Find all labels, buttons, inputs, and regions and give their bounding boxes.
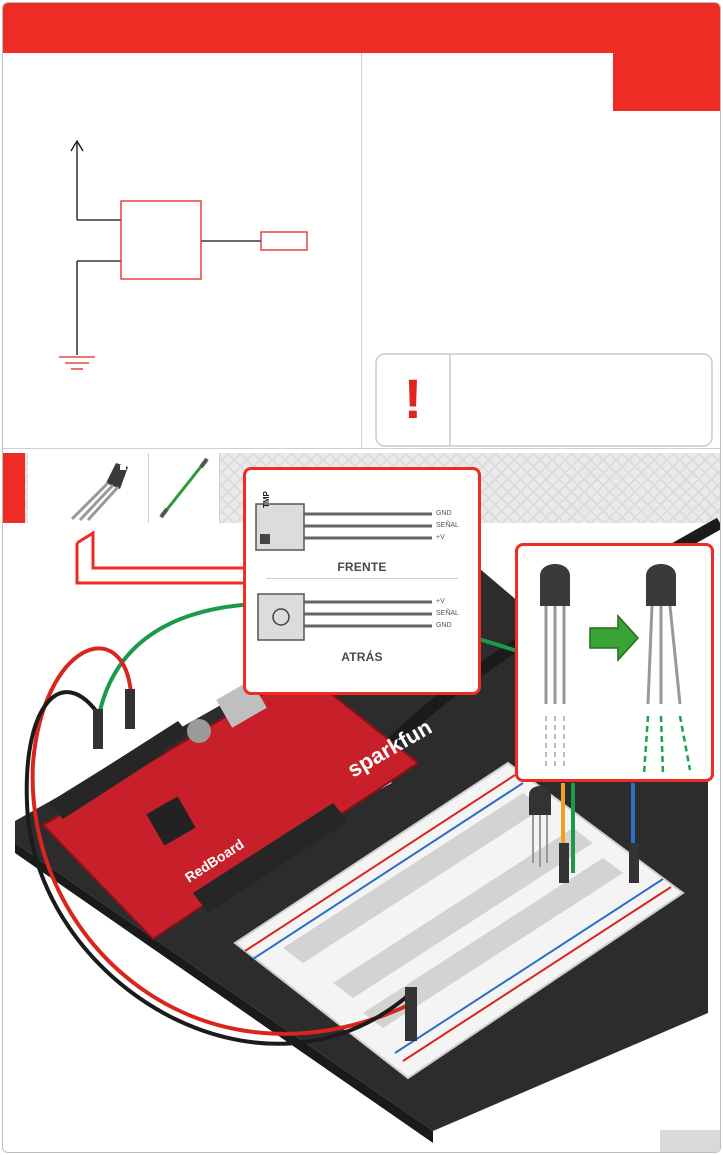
bend-legs-drawing (540, 564, 692, 775)
front-pin-vplus: +V (436, 534, 445, 541)
jumper-wire-icon (159, 457, 209, 519)
vcc-arrow (70, 139, 84, 152)
sensor-drawing (255, 503, 432, 641)
front-label: FRENTE (337, 560, 387, 574)
part-cell-wire (149, 453, 220, 523)
page-number-tab (660, 1130, 720, 1152)
back-label: ATRÁS (341, 650, 383, 664)
back-pin-signal: SEÑAL (436, 610, 459, 617)
back-pin-vplus: +V (436, 598, 445, 605)
rail-red-bottom (402, 886, 672, 1062)
back-pin-gnd: GND (436, 622, 452, 629)
corner-red-tab (613, 51, 720, 111)
tmp36-sensor-icon (70, 463, 128, 522)
header-bottom (193, 803, 348, 913)
section-divider (3, 448, 720, 449)
exclamation-icon: ! (403, 367, 423, 430)
front-pin-gnd: GND (436, 510, 452, 517)
part-cell-sensor (28, 453, 149, 523)
front-pin-signal: SEÑAL (436, 522, 459, 529)
breadboard-holes (283, 793, 623, 1028)
sensor-front-marking: TMP (262, 491, 271, 508)
warning-box: ! (375, 353, 713, 447)
analog-pin-block (260, 231, 308, 251)
circuit-schematic (59, 139, 308, 370)
wire-black (24, 690, 413, 1046)
warning-separator (449, 355, 451, 445)
atmega-chip (146, 796, 196, 846)
capacitor (187, 719, 211, 743)
arrow-right-icon (589, 614, 640, 662)
header-band (3, 3, 720, 53)
sensor-on-board (529, 786, 551, 815)
callout-pointer (76, 530, 243, 570)
wire-red (30, 646, 414, 1036)
rail-red-top (244, 774, 516, 952)
bend-legs-callout (515, 543, 714, 782)
rail-blue-top (252, 782, 524, 960)
column-divider (361, 53, 362, 448)
callout-separator (266, 578, 458, 579)
sensor-callout: TMP GND SEÑAL +V FRENTE +V SEÑAL GND ATR… (243, 467, 481, 695)
rail-blue-bottom (394, 878, 664, 1054)
redboard (41, 669, 420, 941)
parts-strip-marker (3, 453, 25, 523)
sensor-block (120, 200, 202, 280)
